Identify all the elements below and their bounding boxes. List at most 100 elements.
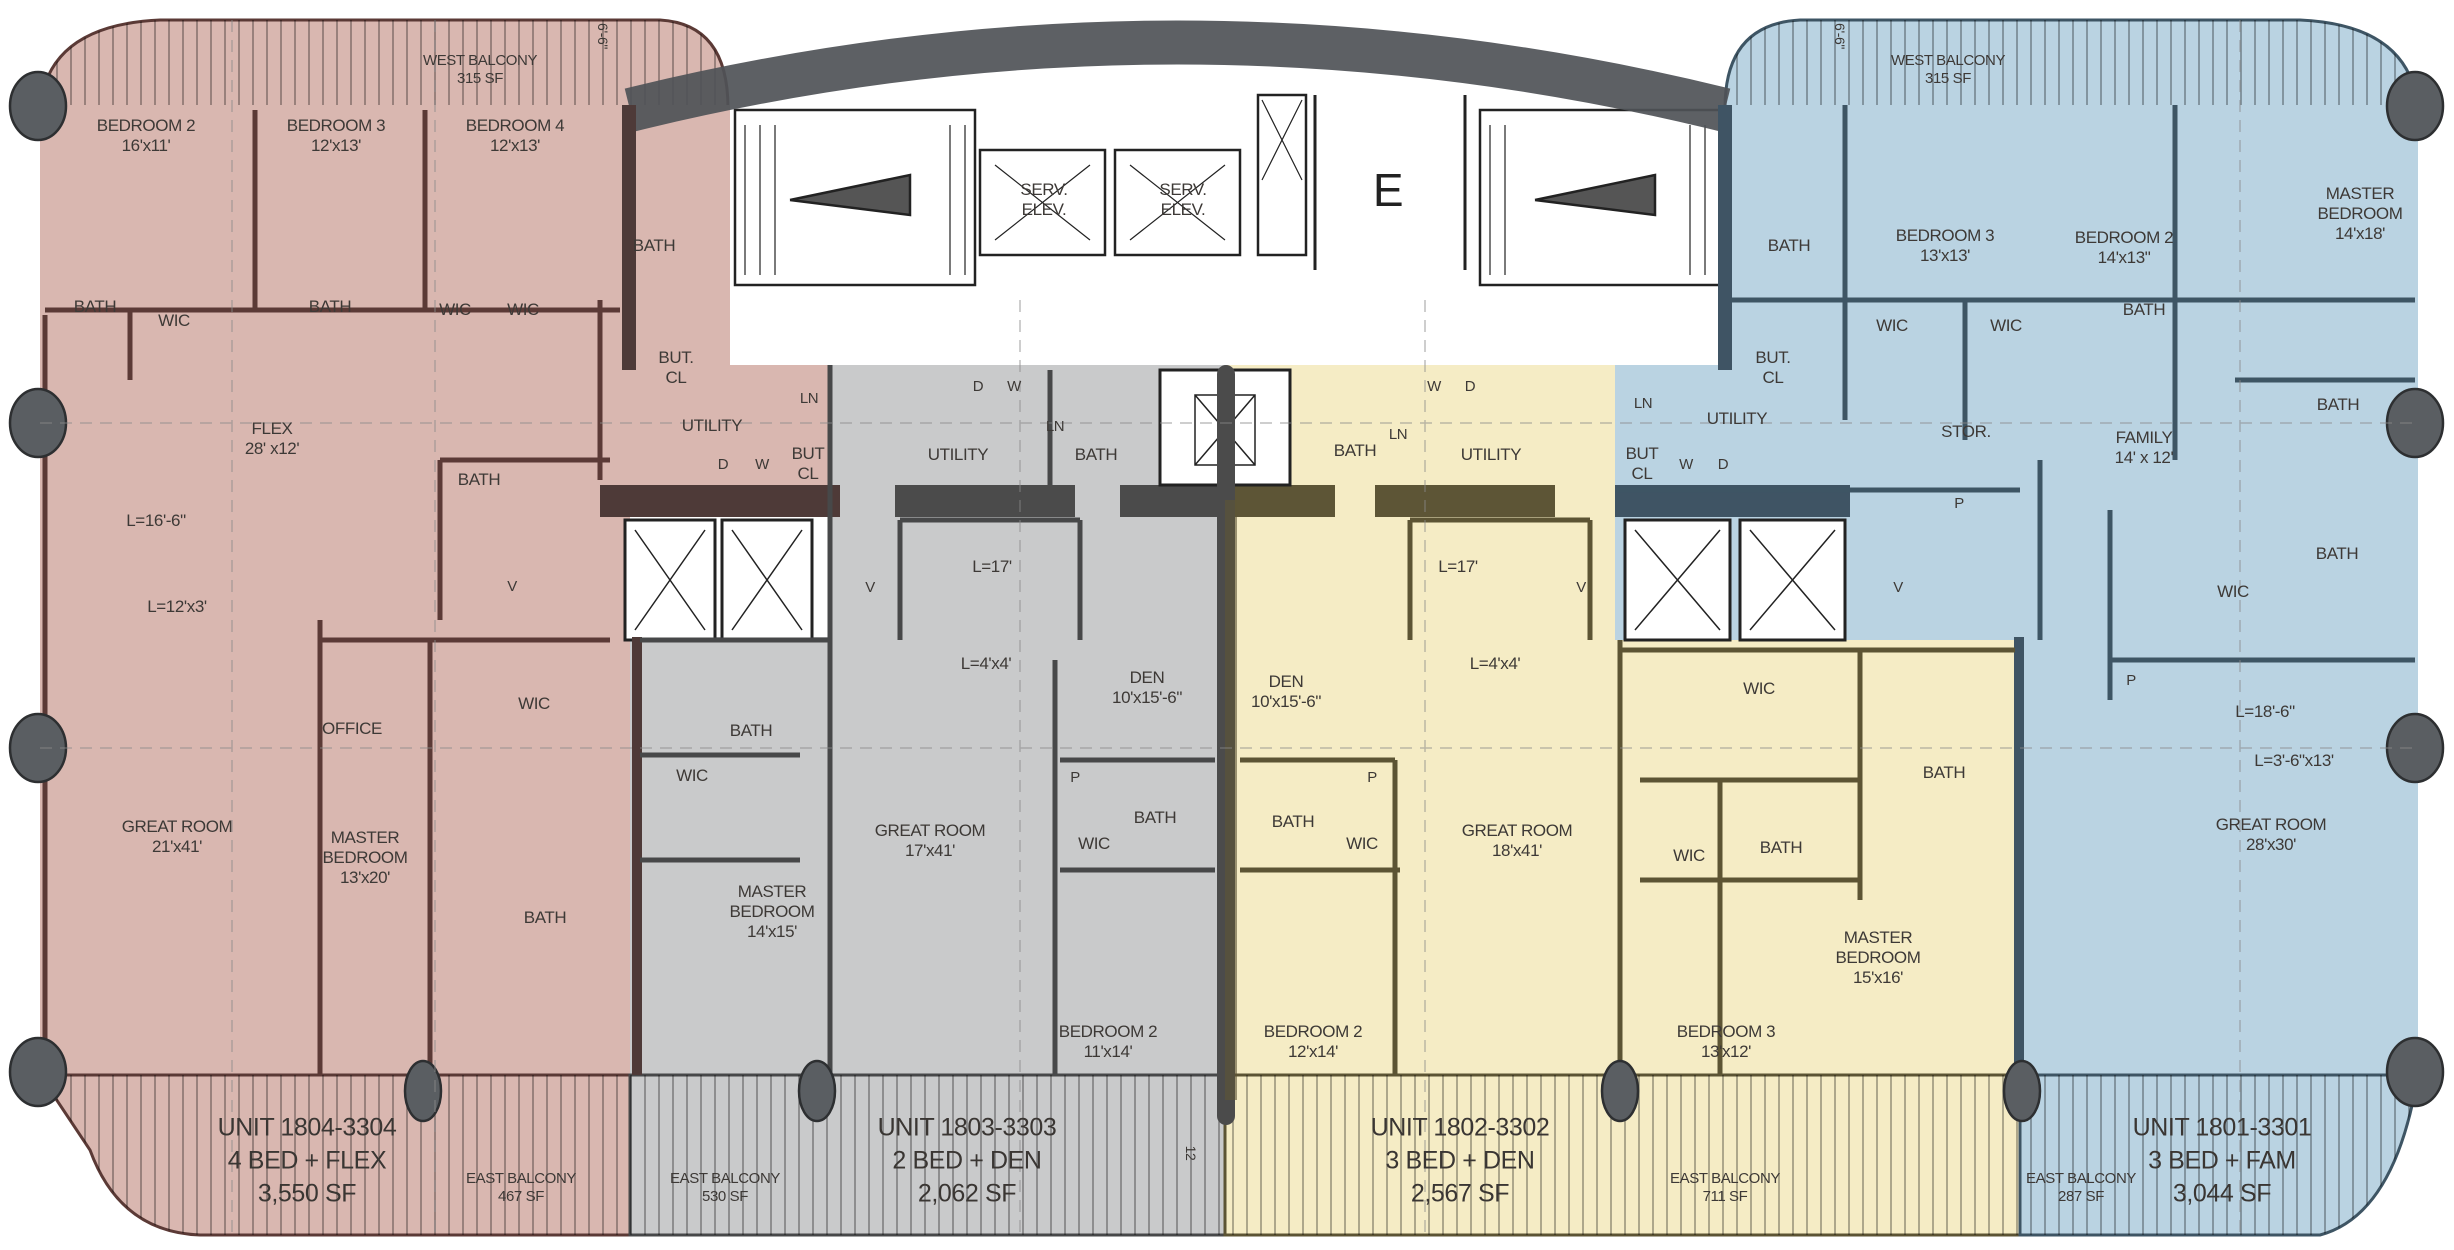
room-name: L=18'-6"	[2235, 702, 2295, 721]
corridor-wall	[600, 485, 840, 517]
elevator-bank-left	[623, 518, 814, 642]
corridor-wall	[1375, 485, 1555, 517]
room-label: WIC	[1346, 834, 1378, 854]
room-label: BATH	[74, 297, 117, 317]
room-name: LN	[799, 390, 819, 407]
room-name: BEDROOM 2	[1263, 1022, 1363, 1041]
room-dimensions: 12'x14'	[1287, 1042, 1339, 1061]
room-name: BATH	[2315, 544, 2359, 563]
room-dimensions: 15'x16'	[1852, 968, 1903, 987]
room-label: LN	[1389, 426, 1408, 444]
room-label: P	[2126, 672, 2136, 690]
unit-1803-zone	[628, 365, 1227, 1237]
room-label: WIC	[2217, 582, 2249, 602]
room-dimensions: 28'x30'	[2245, 835, 2297, 854]
balcony-hatch	[40, 1075, 630, 1235]
room-label: BATH	[633, 236, 676, 256]
room-name: P	[2126, 672, 2136, 689]
balcony-depth-label: 6'-6"	[593, 23, 613, 49]
room-label: LN	[799, 390, 819, 408]
core-area	[728, 95, 1725, 370]
balcony-area: 711 SF	[1702, 1188, 1748, 1205]
room-name: D	[1464, 378, 1476, 395]
room-dimensions: 17'x41'	[904, 841, 956, 860]
room-name: BATH	[1271, 812, 1315, 831]
room-label: BATH	[1333, 441, 1377, 461]
room-label: W	[1679, 456, 1693, 474]
room-name: V	[865, 579, 875, 596]
room-name: BATH	[2316, 395, 2360, 414]
room-name: BEDROOM 2	[2074, 228, 2174, 247]
room-label: W	[1007, 378, 1021, 396]
room-name: W	[1679, 456, 1693, 473]
room-name: GREAT ROOM	[2215, 815, 2327, 834]
room-label: P	[1954, 495, 1964, 513]
room-name: BATH	[1759, 838, 1803, 857]
label: SERV. ELEV.	[1159, 180, 1207, 219]
room-label: UTILITY	[1707, 409, 1768, 429]
room-name: UTILITY	[681, 416, 743, 435]
room-label: BATH	[1768, 236, 1811, 256]
service-elevator-label: SERV. ELEV.	[1004, 180, 1084, 220]
elevator-bank-right	[1623, 518, 1847, 642]
balcony-depth-label: 6'-6"	[1830, 23, 1850, 49]
room-name: BEDROOM 4	[465, 116, 565, 135]
dimension: 6'-6"	[595, 23, 611, 49]
dimension: 6'-6"	[1832, 23, 1848, 49]
unit-area: 3,044 SF	[2172, 1179, 2272, 1208]
room-name: BEDROOM 2	[1058, 1022, 1158, 1041]
interior-walls	[42, 105, 2415, 1075]
room-name: BATH	[1333, 441, 1377, 460]
room-label: V	[1893, 579, 1903, 597]
core-arc-beam	[624, 20, 1731, 132]
room-name: WIC	[1876, 316, 1908, 335]
unit-number: UNIT 1802-3302	[1370, 1113, 1550, 1142]
room-name: MASTER BEDROOM	[1835, 928, 1921, 967]
corridor-wall	[895, 485, 1075, 517]
room-dimensions: 14'x18'	[2334, 224, 2385, 243]
room-name: WIC	[507, 300, 539, 319]
room-label: WIC	[518, 694, 550, 714]
dimension-mark: 12	[1181, 1146, 1201, 1161]
room-name: WIC	[518, 694, 550, 713]
room-dimensions: 14'x15'	[746, 922, 797, 941]
balcony-name: EAST BALCONY	[466, 1170, 576, 1187]
room-label: L=4'x4'	[1470, 654, 1521, 674]
room-name: BATH	[1133, 808, 1177, 827]
room-dimensions: 11'x14'	[1083, 1042, 1133, 1061]
room-name: WIC	[158, 311, 190, 330]
label: 12	[1183, 1145, 1199, 1161]
room-label: BUT CL	[1622, 444, 1662, 484]
room-name: MASTER BEDROOM	[322, 828, 408, 867]
room-name: DEN	[1268, 672, 1304, 691]
room-label: UTILITY	[928, 445, 989, 465]
room-name: UTILITY	[1706, 409, 1768, 428]
room-name: BUT CL	[1625, 444, 1659, 483]
room-name: L=3'-6"x13'	[2254, 751, 2334, 770]
room-label: WIC	[1876, 316, 1908, 336]
room-name: WIC	[1990, 316, 2022, 335]
room-label: BATH	[1075, 445, 1118, 465]
room-name: GREAT ROOM	[121, 817, 233, 836]
room-label: V	[1576, 579, 1586, 597]
room-label: W	[755, 456, 769, 474]
balcony-area: 467 SF	[498, 1188, 544, 1205]
room-dimensions: 12'x13'	[489, 136, 541, 155]
room-name: UTILITY	[1460, 445, 1522, 464]
room-label: BATH	[1923, 763, 1966, 783]
structural-columns	[8, 70, 2445, 1123]
room-label: UTILITY	[682, 416, 743, 436]
room-dimensions: 14' x 12'	[2114, 448, 2174, 467]
unit-type: 4 BED + FLEX	[227, 1146, 387, 1175]
room-name: BEDROOM 2	[96, 116, 196, 135]
